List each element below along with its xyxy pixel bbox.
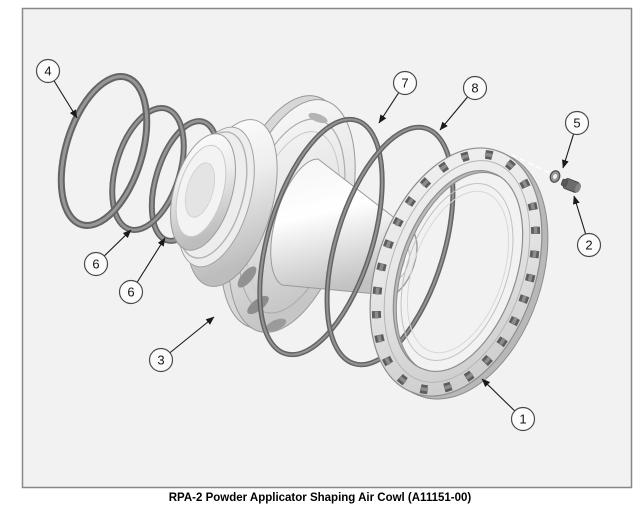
callout-1: 1	[510, 406, 536, 432]
callout-3: 3	[148, 347, 174, 373]
part-o-ring-8	[324, 124, 456, 368]
callout-8: 8	[462, 75, 488, 101]
callout-number: 6	[92, 257, 99, 272]
callout-6a: 6	[83, 251, 109, 277]
callout-number: 6	[127, 285, 134, 300]
callout-number: 3	[157, 353, 164, 368]
callout-circle	[83, 251, 109, 277]
callout-circle	[576, 232, 602, 258]
cowl-ring-bore-line-2	[406, 190, 510, 354]
part-cowl-ring	[369, 147, 549, 400]
cowl-ring-bore-line	[400, 183, 514, 361]
explosion-axis-line	[511, 154, 551, 174]
callout-number: 5	[573, 116, 580, 131]
flange-slot	[308, 112, 328, 124]
callout-number: 2	[585, 238, 592, 253]
callout-number: 1	[519, 412, 526, 427]
callout-circle	[35, 58, 61, 84]
callout-7: 7	[392, 70, 418, 96]
cowl-ring-rim-line	[383, 160, 531, 383]
part-o-ring-7	[257, 116, 385, 358]
cowl-ring-studs-highlight	[374, 152, 538, 392]
callout-circle	[118, 279, 144, 305]
callout-4: 4	[35, 58, 61, 84]
callout-number: 7	[401, 76, 408, 91]
callout-circle	[148, 347, 174, 373]
figure-caption: RPA-2 Powder Applicator Shaping Air Cowl…	[169, 492, 472, 504]
part-o-ring-4	[57, 73, 151, 229]
part-screw	[560, 178, 581, 193]
callout-number: 8	[471, 81, 478, 96]
callout-6b: 6	[118, 279, 144, 305]
callout-circle	[392, 70, 418, 96]
boss-bore	[184, 162, 216, 218]
callout-balloons: 4 6 6 3 7 8 5 2	[35, 58, 602, 432]
callout-circle	[510, 406, 536, 432]
callout-number: 4	[44, 64, 51, 79]
flange-slot	[237, 266, 257, 288]
part-washer	[549, 170, 561, 183]
flange-slot	[265, 318, 287, 332]
callout-circle	[462, 75, 488, 101]
callout-circle	[564, 110, 590, 136]
callout-2: 2	[576, 232, 602, 258]
callout-5: 5	[564, 110, 590, 136]
